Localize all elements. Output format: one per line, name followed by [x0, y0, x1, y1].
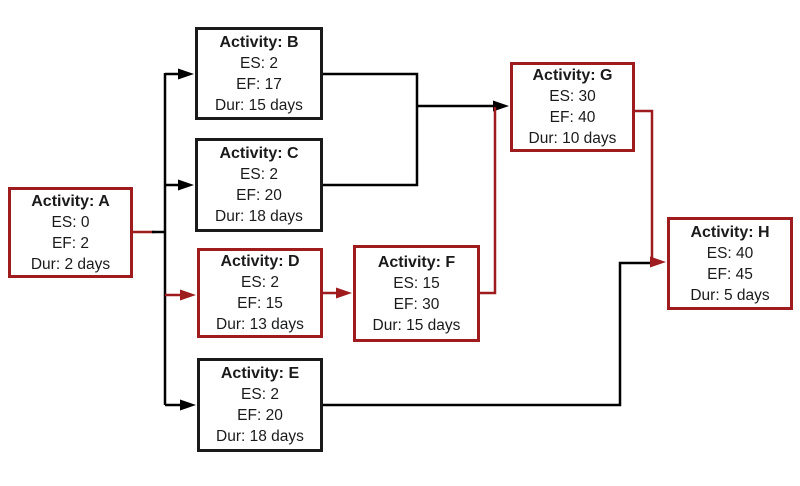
arrowhead-c [178, 179, 194, 191]
activity-h-es: ES: 40 [706, 244, 754, 262]
activity-a-dur: Dur: 2 days [30, 255, 111, 273]
activity-f-title: Activity: F [377, 253, 456, 271]
activity-c-es: ES: 2 [240, 166, 278, 183]
activity-h-dur: Dur: 5 days [690, 286, 770, 304]
activity-f-es: ES: 15 [393, 274, 440, 292]
activity-h-title: Activity: H [690, 223, 770, 241]
activity-a-ef: EF: 2 [51, 234, 90, 252]
activity-e-title: Activity: E [220, 365, 300, 382]
activity-b-es: ES: 2 [240, 54, 278, 72]
activity-node-b: Activity: B ES: 2 EF: 17 Dur: 15 days [195, 27, 323, 120]
activity-f-dur: Dur: 15 days [372, 316, 461, 334]
activity-a-es: ES: 0 [51, 213, 90, 231]
arrowhead-e [180, 399, 196, 411]
activity-d-ef: EF: 15 [237, 295, 283, 312]
activity-d-dur: Dur: 13 days [216, 316, 304, 333]
activity-g-title: Activity: G [532, 67, 613, 84]
arrowhead-b [178, 68, 194, 80]
activity-f-ef: EF: 30 [393, 295, 440, 313]
activity-node-d: Activity: D ES: 2 EF: 15 Dur: 13 days [197, 248, 323, 338]
activity-g-dur: Dur: 10 days [528, 130, 617, 147]
activity-b-ef: EF: 17 [236, 75, 282, 93]
activity-b-dur: Dur: 15 days [215, 96, 303, 114]
activity-node-a: Activity: A ES: 0 EF: 2 Dur: 2 days [8, 187, 133, 278]
activity-g-ef: EF: 40 [549, 109, 596, 126]
activity-g-es: ES: 30 [549, 88, 596, 105]
activity-c-title: Activity: C [219, 145, 299, 162]
activity-h-ef: EF: 45 [707, 265, 753, 283]
activity-a-title: Activity: A [31, 192, 110, 210]
edge-e-h [323, 261, 651, 407]
arrowhead-f [336, 287, 352, 299]
edge-f-g [480, 107, 497, 295]
edge-g-h [635, 109, 654, 264]
arrowhead-g [493, 100, 509, 112]
activity-b-title: Activity: B [219, 33, 299, 51]
activity-node-h: Activity: H ES: 40 EF: 45 Dur: 5 days [667, 217, 793, 310]
activity-e-ef: EF: 20 [237, 407, 283, 424]
activity-node-e: Activity: E ES: 2 EF: 20 Dur: 18 days [197, 358, 323, 452]
activity-d-es: ES: 2 [241, 274, 279, 291]
arrowhead-d [180, 289, 196, 301]
activity-c-ef: EF: 20 [236, 187, 282, 204]
activity-node-g: Activity: G ES: 30 EF: 40 Dur: 10 days [510, 62, 635, 152]
activity-node-c: Activity: C ES: 2 EF: 20 Dur: 18 days [195, 138, 323, 232]
activity-e-es: ES: 2 [241, 386, 279, 403]
activity-e-dur: Dur: 18 days [216, 428, 304, 445]
activity-node-f: Activity: F ES: 15 EF: 30 Dur: 15 days [353, 245, 480, 342]
activity-c-dur: Dur: 18 days [215, 208, 303, 225]
activity-d-title: Activity: D [220, 253, 300, 270]
edge-b-c-merge [323, 72, 419, 187]
arrowhead-h [650, 256, 666, 268]
